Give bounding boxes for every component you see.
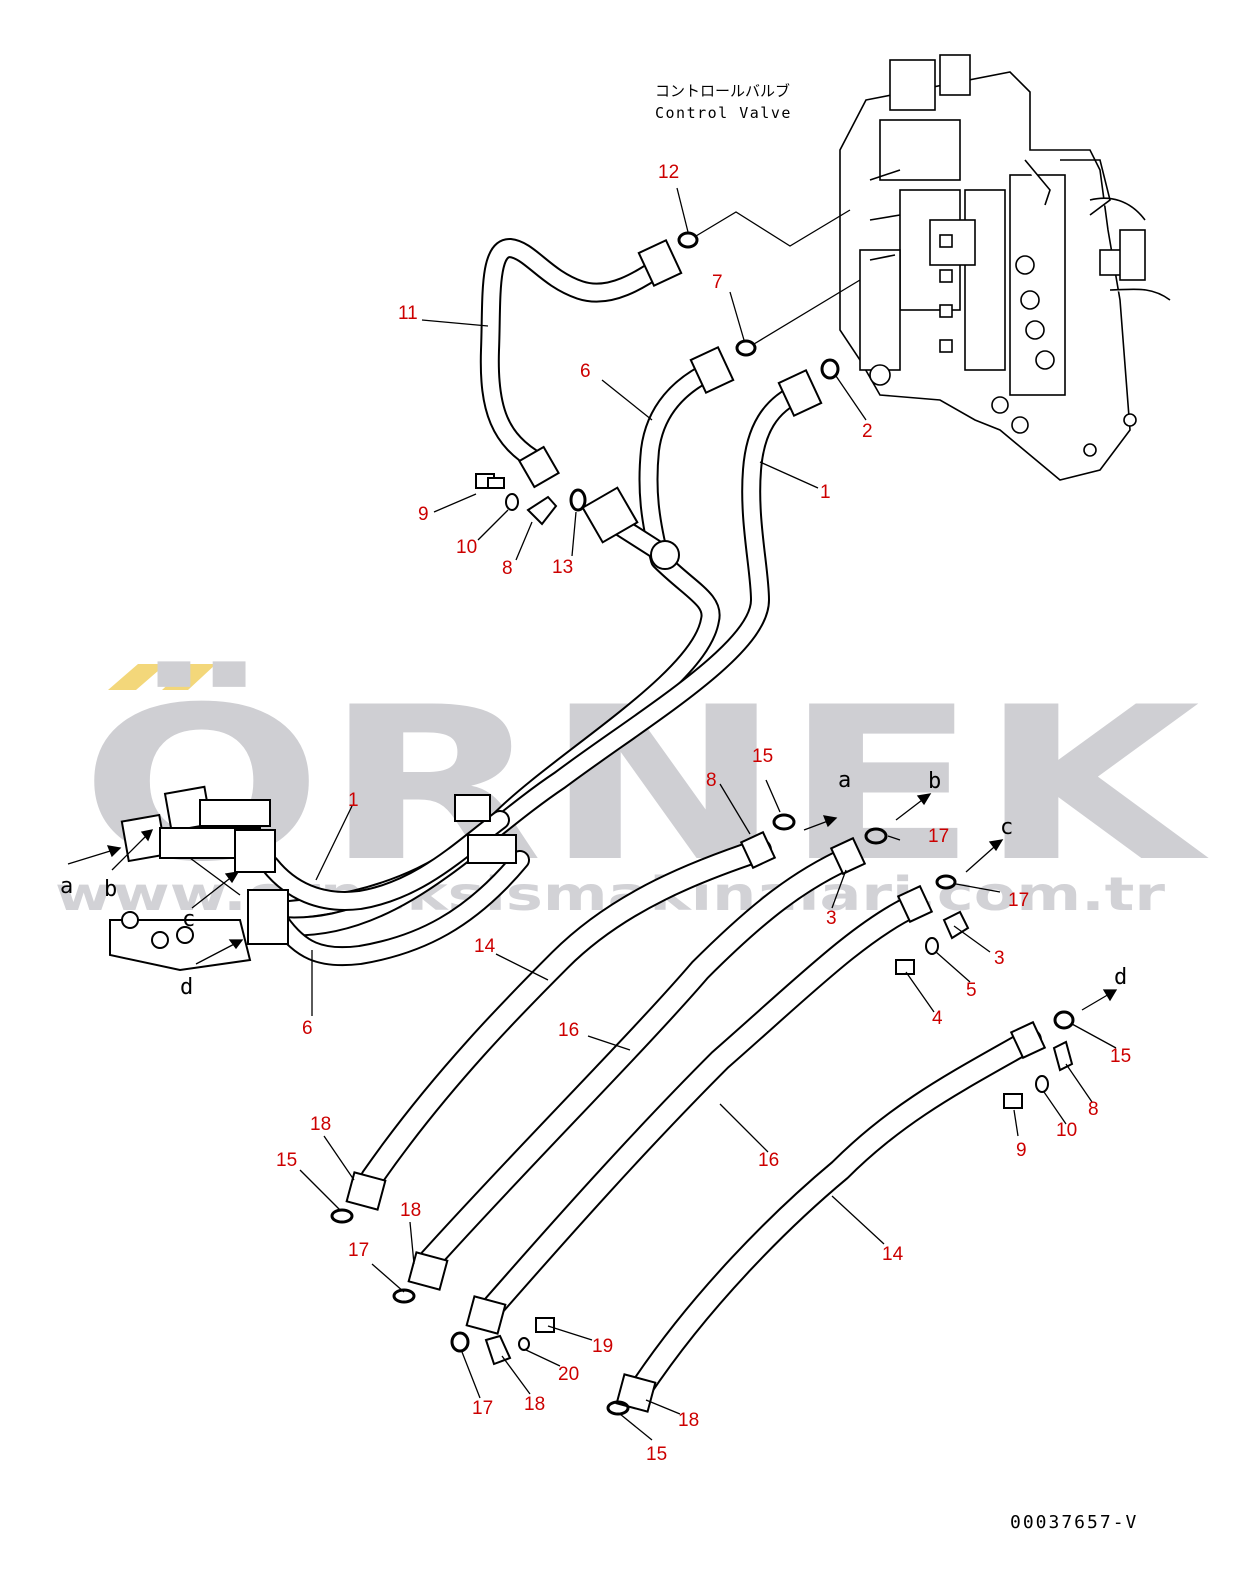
callout-3: 3 [826, 908, 837, 929]
callout-6: 6 [302, 1018, 313, 1039]
callout-17: 17 [928, 826, 949, 847]
callout-14: 14 [882, 1244, 904, 1265]
callout-3: 3 [994, 948, 1005, 969]
callout-18: 18 [678, 1410, 699, 1431]
callout-9: 9 [418, 504, 429, 525]
callout-16: 16 [558, 1020, 579, 1041]
callout-15: 15 [1110, 1046, 1131, 1067]
callout-8: 8 [1088, 1099, 1099, 1120]
lower-hardware [330, 813, 1075, 1416]
callout-17: 17 [1008, 890, 1029, 911]
callout-20: 20 [558, 1364, 579, 1385]
callouts: 12 7 11 6 2 1 9 10 8 13 1 6 14 16 8 15 1… [276, 162, 1131, 1465]
callout-16: 16 [758, 1150, 779, 1171]
callout-5: 5 [966, 980, 977, 1001]
leader-lines [299, 187, 1117, 1441]
callout-12: 12 [658, 162, 679, 183]
callout-10: 10 [456, 537, 477, 558]
port-label-c: c [1000, 815, 1013, 840]
port-label-b: b [928, 769, 941, 794]
control-valve-assembly [839, 54, 1171, 481]
port-label-d: d [1114, 965, 1127, 990]
port-label-b: b [104, 877, 117, 902]
hoses [360, 838, 1042, 1402]
left-blocks [109, 785, 289, 972]
callout-7: 7 [712, 272, 723, 293]
pipe-clamps [454, 794, 517, 864]
port-label-c: c [182, 907, 195, 932]
document-id: 00037657-V [1010, 1512, 1138, 1533]
port-arrows [67, 793, 1118, 1011]
port-label-a: a [838, 768, 851, 793]
upper-flanges [518, 239, 823, 570]
port-labels: a b c d a b c d [60, 768, 1127, 1000]
upper-pipes [260, 238, 810, 967]
callout-10: 10 [1056, 1120, 1077, 1141]
callout-19: 19 [592, 1336, 613, 1357]
callout-18: 18 [310, 1114, 331, 1135]
watermark-accent-left [108, 664, 166, 690]
callout-8: 8 [502, 558, 513, 579]
callout-17: 17 [348, 1240, 369, 1261]
callout-1: 1 [348, 790, 359, 811]
callout-14: 14 [474, 936, 496, 957]
callout-2: 2 [862, 421, 873, 442]
callout-15: 15 [276, 1150, 297, 1171]
watermark: ÖRNEK www.orneksismakinalari.com.tr [55, 661, 1209, 921]
port-label-d: d [180, 975, 193, 1000]
control-valve-title-jp: コントロールバルブ [655, 82, 790, 100]
callout-11: 11 [398, 303, 418, 324]
callout-15: 15 [752, 746, 773, 767]
callout-6: 6 [580, 361, 591, 382]
callout-1: 1 [820, 482, 831, 503]
callout-4: 4 [932, 1008, 943, 1029]
port-label-a: a [60, 874, 73, 899]
callout-15: 15 [646, 1444, 667, 1465]
watermark-accent-right [162, 664, 216, 690]
upper-hardware [475, 231, 840, 526]
callout-18: 18 [400, 1200, 421, 1221]
control-valve-title-en: Control Valve [655, 104, 792, 122]
callout-8: 8 [706, 770, 717, 791]
callout-9: 9 [1016, 1140, 1027, 1161]
callout-17: 17 [472, 1398, 493, 1419]
hose-fittings [345, 830, 1047, 1413]
callout-18: 18 [524, 1394, 545, 1415]
callout-13: 13 [552, 557, 573, 578]
